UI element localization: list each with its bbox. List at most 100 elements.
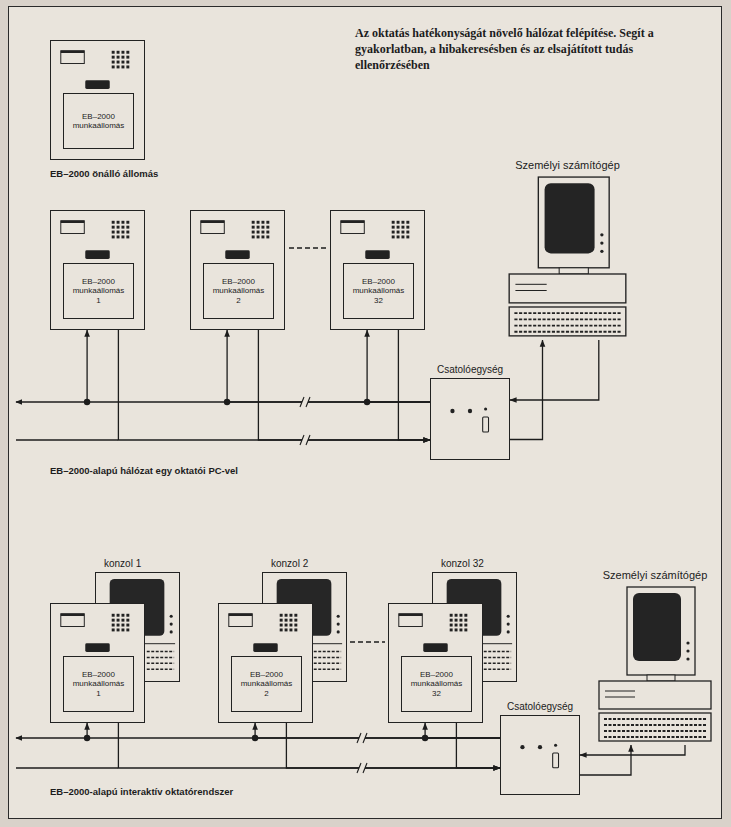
drawing-line (147, 651, 174, 653)
drawing-line (515, 290, 546, 291)
drawing-rect (121, 51, 124, 54)
station-label: EB–2000 munkaállomás 2 (231, 656, 302, 712)
caption-text: Az oktatás hatékonyságát növelő hálózat … (355, 26, 707, 73)
junction-dot (224, 399, 230, 405)
drawing-rect (261, 221, 264, 224)
drawing-rect (112, 235, 115, 238)
drawing-rect (285, 614, 288, 617)
drawing-circle (337, 615, 340, 618)
drawing-rect (112, 65, 115, 68)
drawing-rect (121, 221, 124, 224)
drawing-rect (627, 587, 695, 675)
drawing-rect (117, 614, 120, 617)
drawing-rect (85, 80, 109, 89)
drawing-line (61, 614, 84, 616)
drawing-rect (483, 417, 489, 432)
drawing-rect (285, 628, 288, 631)
drawing-line (229, 614, 252, 616)
station-label: EB–2000 munkaállomás 1 (63, 656, 134, 712)
drawing-circle (337, 630, 340, 633)
drawing-rect (257, 231, 260, 234)
drawing-rect (423, 643, 447, 652)
drawing-line (147, 657, 174, 659)
drawing-line (514, 318, 620, 320)
drawing-rect (112, 56, 115, 59)
drawing-rect (257, 226, 260, 229)
drawing-rect (112, 221, 115, 224)
workstation-box: EB–2000 munkaállomás 2 (190, 210, 285, 330)
drawing-g (147, 652, 174, 670)
drawing-g (392, 221, 410, 239)
drawing-rect (289, 624, 292, 627)
drawing-line (605, 691, 635, 692)
node-heading: Személyi számítógép (505, 159, 630, 172)
drawing-circle (538, 745, 542, 749)
drawing-line (300, 435, 304, 445)
node-heading: Csatolóegység (507, 701, 573, 713)
drawing-rect (392, 226, 395, 229)
connector-line (425, 723, 500, 738)
drawing-circle (468, 409, 472, 413)
drawing-rect (392, 221, 395, 224)
pc-drawing (595, 585, 715, 745)
drawing-rect (117, 226, 120, 229)
drawing-rect (121, 614, 124, 617)
ellipsis-dash (350, 641, 385, 642)
drawing-rect (117, 56, 120, 59)
drawing-rect (121, 624, 124, 627)
drawing-rect (126, 628, 129, 631)
drawing-rect (126, 624, 129, 627)
workstation-box: EB–2000 munkaállomás 32 (388, 603, 483, 723)
drawing-rect (455, 624, 458, 627)
drawing-rect (252, 235, 255, 238)
drawing-rect (121, 56, 124, 59)
drawing-g (450, 614, 468, 632)
drawing-line (314, 657, 341, 659)
drawing-rect (117, 628, 120, 631)
drawing-line (306, 397, 310, 407)
connector-line (227, 330, 430, 402)
drawing-circle (507, 630, 510, 633)
bus-line (16, 767, 118, 768)
drawing-rect (61, 221, 84, 234)
drawing-line (147, 668, 174, 670)
drawing-g (252, 221, 270, 239)
junction-dot (252, 735, 258, 741)
drawing-rect (464, 624, 467, 627)
drawing-rect (266, 226, 269, 229)
drawing-rect (112, 51, 115, 54)
drawing-rect (126, 231, 129, 234)
drawing-rect (464, 619, 467, 622)
drawing-rect (117, 61, 120, 64)
drawing-rect (545, 183, 595, 253)
junction-dot (84, 399, 90, 405)
drawing-rect (121, 235, 124, 238)
drawing-rect (126, 61, 129, 64)
drawing-rect (112, 628, 115, 631)
drawing-rect (392, 231, 395, 234)
connector-line (87, 723, 500, 738)
drawing-rect (117, 235, 120, 238)
connector-line (286, 723, 500, 768)
drawing-rect (126, 51, 129, 54)
drawing-g (112, 614, 130, 632)
drawing-rect (397, 226, 400, 229)
drawing-rect (261, 231, 264, 234)
drawing-rect (401, 221, 404, 224)
drawing-rect (126, 226, 129, 229)
drawing-circle (450, 409, 454, 413)
drawing-rect (266, 235, 269, 238)
drawing-circle (520, 745, 524, 749)
drawing-rect (112, 226, 115, 229)
drawing-line (605, 697, 635, 698)
drawing-rect (455, 628, 458, 631)
drawing-rect (397, 221, 400, 224)
drawing-rect (117, 51, 120, 54)
interface-unit-box: Csatolóegység (500, 715, 580, 795)
drawing-rect (633, 593, 681, 661)
drawing-g (112, 51, 130, 69)
drawing-rect (112, 614, 115, 617)
drawing-rect (257, 235, 260, 238)
drawing-rect (61, 51, 84, 64)
drawing-rect (285, 624, 288, 627)
